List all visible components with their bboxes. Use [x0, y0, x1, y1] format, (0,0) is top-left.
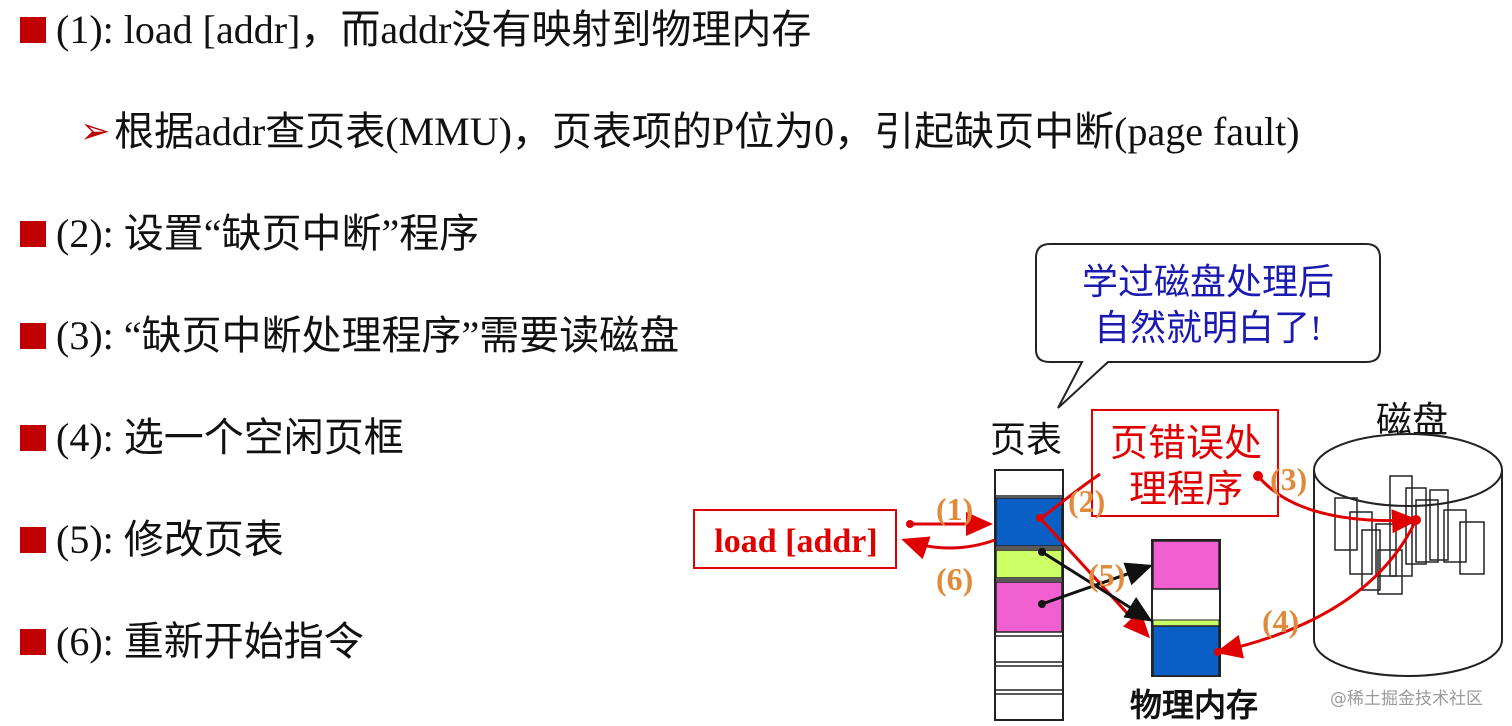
page-entry-dot	[1036, 514, 1044, 522]
step-5-label: (5)	[1088, 557, 1125, 593]
instruction-box	[693, 509, 897, 569]
bullet-5: (5): 修改页表	[20, 518, 284, 562]
bullet-3-text: (3): “缺页中断处理程序”需要读磁盘	[56, 313, 680, 358]
step-6-arrow	[901, 536, 996, 560]
step-3-dot	[1253, 471, 1263, 481]
bullet-4-text: (4): 选一个空闲页框	[56, 415, 404, 460]
fault-handler-box	[1091, 409, 1279, 517]
step-3-arrow	[1256, 475, 1419, 534]
bullet-5-text: (5): 修改页表	[56, 517, 284, 562]
green-entry-dot	[1038, 548, 1046, 556]
page-entry-pink	[995, 581, 1063, 633]
disk-dot	[1411, 515, 1421, 525]
page-table	[994, 469, 1064, 721]
bullet-1-sub: ➢ 根据addr查页表(MMU)，页表项的P位为0，引起缺页中断(page fa…	[80, 110, 1300, 154]
handler-line-2: 理程序	[1129, 469, 1243, 511]
step-3-label: (3)	[1270, 461, 1307, 497]
bullet-2: (2): 设置“缺页中断”程序	[20, 212, 479, 256]
memory-label: 物理内存	[1130, 687, 1258, 723]
step-1-dot	[906, 520, 914, 528]
bullet-square-icon	[20, 17, 46, 43]
callout-line-2: 自然就明白了!	[1094, 308, 1322, 348]
page-entry-blue	[995, 497, 1063, 547]
disk-cylinder	[1313, 433, 1503, 677]
page-entry-green	[995, 549, 1063, 579]
bullet-square-icon	[20, 323, 46, 349]
page-table-label: 页表	[990, 420, 1062, 460]
bullet-1-text: (1): load [addr]，而addr没有映射到物理内存	[56, 7, 812, 52]
bullet-1-sub-text: 根据addr查页表(MMU)，页表项的P位为0，引起缺页中断(page faul…	[114, 109, 1300, 154]
callout-line-1: 学过磁盘处理后	[1082, 262, 1334, 302]
memory-frame-blue	[1152, 625, 1220, 677]
step-1-label: (1)	[936, 491, 973, 527]
bullet-square-icon	[20, 221, 46, 247]
watermark: @稀土掘金技术社区	[1330, 689, 1483, 709]
bullet-6-text: (6): 重新开始指令	[56, 619, 364, 664]
physical-memory	[1151, 539, 1221, 677]
memory-frame-green	[1152, 619, 1220, 627]
bullet-square-icon	[20, 527, 46, 553]
green-mapping-arrow	[1041, 550, 1153, 622]
step-2-arrow	[1041, 472, 1101, 520]
step-4-label: (4)	[1262, 603, 1299, 639]
bullet-2-text: (2): 设置“缺页中断”程序	[56, 211, 480, 256]
bullet-square-icon	[20, 425, 46, 451]
memory-dot	[1214, 648, 1222, 656]
bullet-4: (4): 选一个空闲页框	[20, 416, 404, 460]
pink-entry-dot	[1038, 600, 1046, 608]
bullet-6: (6): 重新开始指令	[20, 620, 364, 664]
bullet-3: (3): “缺页中断处理程序”需要读磁盘	[20, 314, 679, 358]
bullet-square-icon	[20, 629, 46, 655]
arrow-bullet-icon: ➢	[80, 111, 111, 152]
step-2-label: (2)	[1068, 483, 1105, 519]
handler-line-1: 页错误处	[1110, 423, 1262, 465]
bullet-1: (1): load [addr]，而addr没有映射到物理内存	[20, 8, 811, 52]
instruction-text: load [addr]	[714, 523, 877, 560]
callout-bubble	[1035, 243, 1381, 409]
step-4-arrow	[1215, 519, 1418, 659]
memory-frame-pink	[1152, 540, 1220, 590]
step-6-label: (6)	[936, 561, 973, 597]
